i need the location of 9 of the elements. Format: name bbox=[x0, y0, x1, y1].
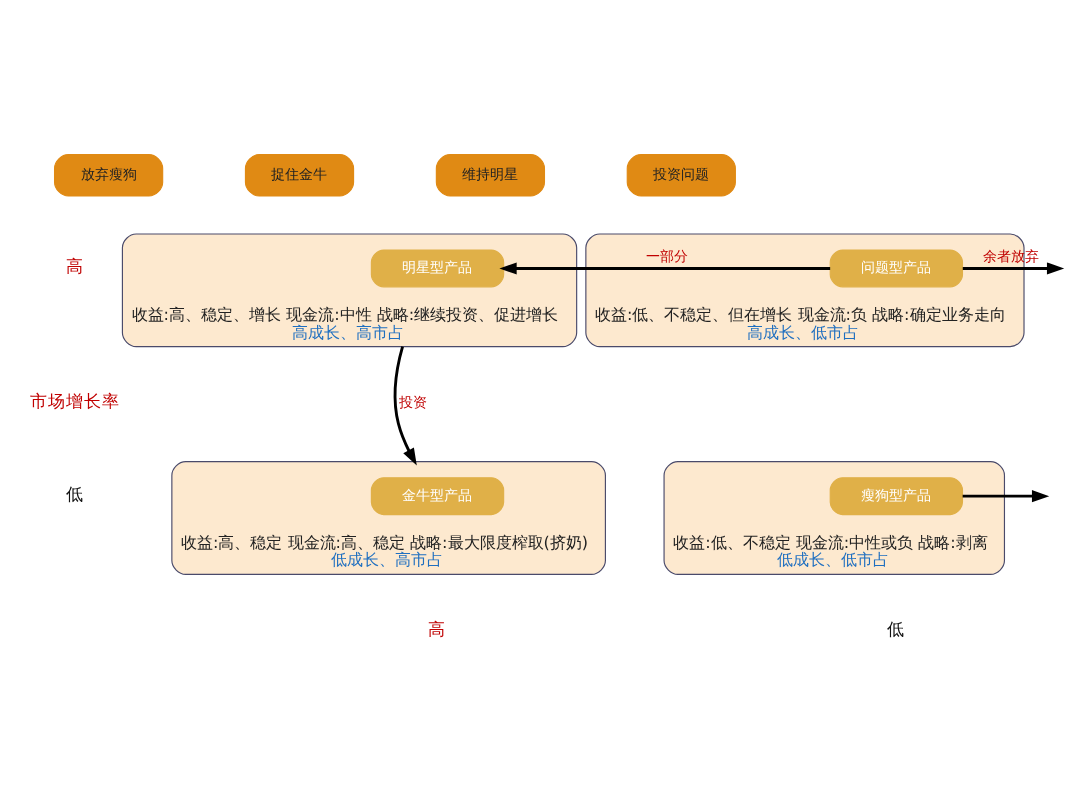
label: 高 bbox=[428, 619, 447, 640]
label: 低 bbox=[887, 619, 906, 640]
label: 市场增长率 bbox=[30, 392, 121, 413]
arrow bbox=[499, 261, 831, 274]
label: 高 bbox=[66, 257, 85, 278]
label: 低 bbox=[66, 485, 85, 506]
arrow bbox=[962, 489, 1050, 502]
arrow bbox=[962, 261, 1065, 274]
arrow bbox=[393, 345, 417, 465]
